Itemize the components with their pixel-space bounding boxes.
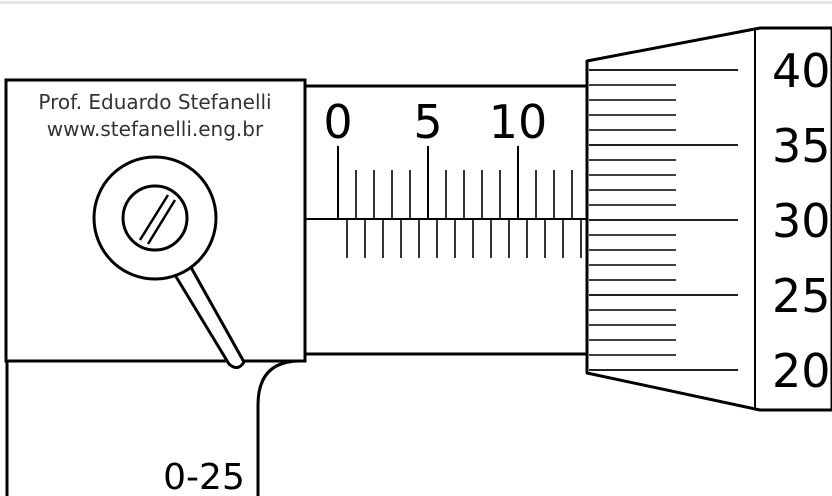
thimble-label-40: 40 — [772, 44, 831, 98]
thimble-label-35: 35 — [772, 119, 831, 173]
sleeve-upper-scale — [337, 146, 573, 219]
thimble-label-25: 25 — [772, 269, 831, 323]
lock-screw-slot-icon — [138, 194, 177, 245]
thimble-labels: 40 35 30 25 20 — [772, 44, 831, 398]
thimble-label-20: 20 — [772, 344, 831, 398]
sleeve-lower-scale — [346, 219, 582, 258]
sleeve-label-0: 0 — [323, 95, 352, 149]
sleeve: 0 5 10 — [303, 84, 591, 356]
credit-author: Prof. Eduardo Stefanelli — [38, 90, 271, 114]
micrometer-frame: 0-25 — [5, 359, 305, 496]
range-label: 0-25 — [163, 457, 245, 496]
sleeve-major-labels: 0 5 10 — [323, 95, 547, 149]
thimble-scale — [589, 69, 738, 371]
thimble-label-30: 30 — [772, 194, 831, 248]
sleeve-label-5: 5 — [413, 95, 442, 149]
lock-block: Prof. Eduardo Stefanelli www.stefanelli.… — [4, 78, 307, 369]
credit-website: www.stefanelli.eng.br — [47, 117, 264, 141]
sleeve-label-10: 10 — [489, 95, 548, 149]
lock-lever-icon[interactable] — [170, 260, 246, 369]
thimble[interactable]: 40 35 30 25 20 — [585, 26, 832, 412]
